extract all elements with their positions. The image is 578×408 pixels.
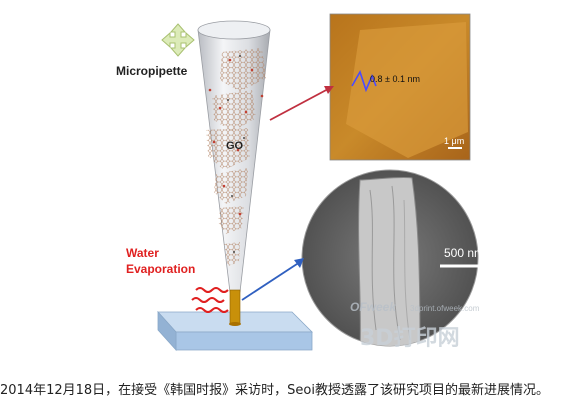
micropipette-label: Micropipette [116, 64, 188, 78]
move-cross-icon [161, 23, 195, 57]
water-label: Water [126, 246, 159, 260]
afm-scale-label: 1 μm [444, 136, 465, 146]
research-figure: Micropipette GO Water Evaporation 0.8 ± … [116, 13, 494, 352]
micropipette-cone [197, 20, 271, 326]
watermark-cn: 3D打印网 [360, 326, 460, 351]
sem-scale-label: 500 nm [444, 246, 485, 260]
evaporation-label: Evaporation [126, 262, 196, 276]
evaporation-waves-icon [191, 287, 229, 313]
figure-illustration [157, 13, 494, 352]
arrow-to-sem [241, 258, 304, 301]
watermark-brand: OFweek [350, 300, 397, 314]
go-sheets [206, 48, 266, 266]
sem-image-panel [301, 169, 494, 347]
afm-measure-label: 0.8 ± 0.1 nm [370, 74, 420, 84]
watermark-site: 3dprint.ofweek.com [410, 304, 480, 313]
image-caption: 2014年12月18日，在接受《韩国时报》采访时，Seoi教授透露了该研究项目的… [0, 383, 549, 398]
go-fiber-output [229, 289, 241, 325]
go-label: GO [226, 140, 244, 152]
height-profile-line [351, 70, 377, 93]
arrow-to-afm [269, 86, 334, 121]
afm-image-panel [329, 13, 471, 161]
